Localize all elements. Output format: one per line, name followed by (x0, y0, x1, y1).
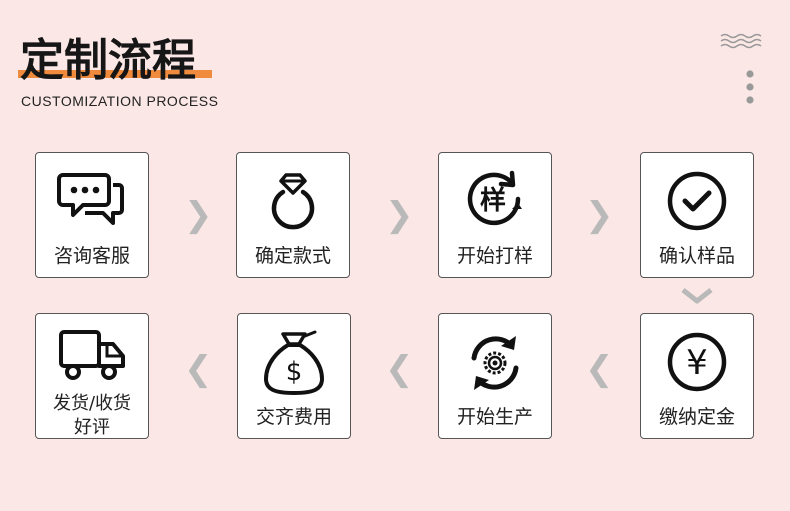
svg-text:¥: ¥ (686, 343, 708, 383)
step-card-production: 开始生产 (438, 313, 552, 439)
ring-icon (271, 173, 315, 230)
step-card-delivery: 发货/收货 好评 (35, 313, 149, 439)
step-label: 咨询客服 (53, 245, 130, 267)
check-circle-icon (667, 171, 727, 231)
step-label-line2: 好评 (74, 417, 110, 438)
step-label: 开始生产 (456, 406, 533, 428)
sample-cycle-icon: 样 (467, 170, 522, 226)
chat-bubbles-icon (57, 173, 124, 225)
arrow-right-icon: ❯ (184, 195, 213, 235)
production-gear-icon (471, 336, 519, 390)
truck-icon (59, 330, 125, 380)
arrow-down-icon (681, 288, 713, 304)
arrow-left-icon: ❮ (585, 349, 614, 389)
step-label-line1: 发货/收货 (52, 393, 132, 414)
title-underline (18, 70, 212, 78)
step-card-consult: 咨询客服 (35, 152, 149, 278)
arrow-right-icon: ❯ (385, 195, 414, 235)
step-label: 交齐费用 (255, 406, 332, 428)
page-subtitle: CUSTOMIZATION PROCESS (21, 93, 219, 109)
step-card-sampling: 样 开始打样 (438, 152, 552, 278)
step-label: 确定款式 (254, 245, 331, 267)
arrow-left-icon: ❮ (184, 349, 213, 389)
step-card-payment: $ 交齐费用 (237, 313, 351, 439)
arrow-left-icon: ❮ (385, 349, 414, 389)
step-label: 开始打样 (456, 245, 533, 267)
step-card-style: 确定款式 (236, 152, 350, 278)
sample-badge: 样 (480, 185, 506, 216)
money-bag-icon: $ (264, 330, 324, 395)
step-card-confirm: 确认样品 (640, 152, 754, 278)
waves-icon (720, 33, 762, 49)
svg-text:$: $ (286, 357, 303, 387)
arrow-right-icon: ❯ (585, 195, 614, 235)
yen-circle-icon: ¥ (667, 332, 727, 392)
step-label: 确认样品 (658, 245, 735, 267)
step-label: 缴纳定金 (658, 406, 735, 428)
more-vertical-icon[interactable] (745, 70, 755, 106)
page-title: 定制流程 (20, 35, 196, 86)
step-card-deposit: ¥ 缴纳定金 (640, 313, 754, 439)
step-label: 发货/收货 好评 (36, 392, 148, 440)
